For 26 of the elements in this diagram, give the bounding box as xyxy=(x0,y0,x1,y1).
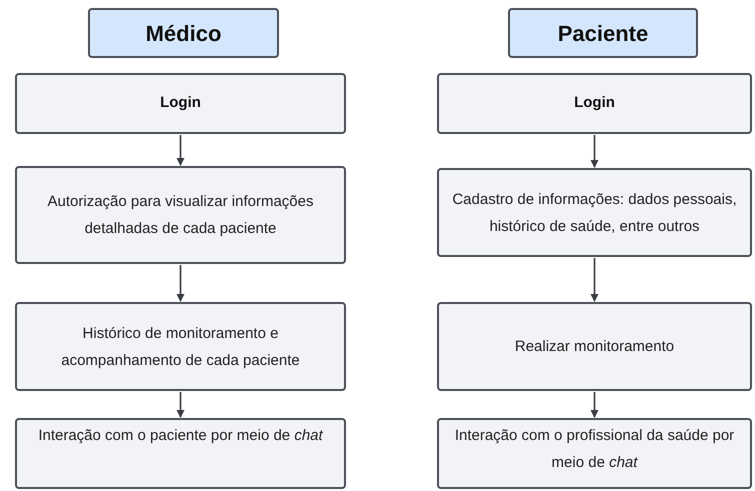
box-text: Autorização para visualizar informações detalhadas de cada paciente xyxy=(46,192,314,239)
box-text: Interação com o paciente por meio de chat xyxy=(38,426,323,446)
box-text: Login xyxy=(574,93,615,114)
header-text: Médico xyxy=(146,20,222,48)
arrow xyxy=(176,392,184,418)
process-box xyxy=(437,418,752,489)
arrow xyxy=(590,258,598,302)
arrow xyxy=(176,135,184,166)
box-text: Realizar monitoramento xyxy=(514,337,674,357)
header-box xyxy=(88,8,279,58)
box-text: Login xyxy=(160,93,201,114)
arrow xyxy=(590,392,598,418)
box-text: Histórico de monitoramento e acompanhamento de cada paciente xyxy=(60,324,301,370)
process-box xyxy=(437,168,752,257)
process-box xyxy=(437,73,752,134)
arrow xyxy=(590,135,598,168)
arrow xyxy=(176,265,184,302)
process-box xyxy=(15,166,346,264)
header-box xyxy=(508,8,698,58)
header-text: Paciente xyxy=(558,20,648,48)
process-box xyxy=(15,302,346,391)
process-box xyxy=(437,302,752,391)
box-text: Cadastro de informações: dados pessoais, histórico de saúde, entre outros xyxy=(451,190,738,236)
process-box xyxy=(15,418,346,489)
process-box xyxy=(15,73,346,134)
box-text: Interação com o profissional da saúde por meio de chat xyxy=(454,426,736,473)
